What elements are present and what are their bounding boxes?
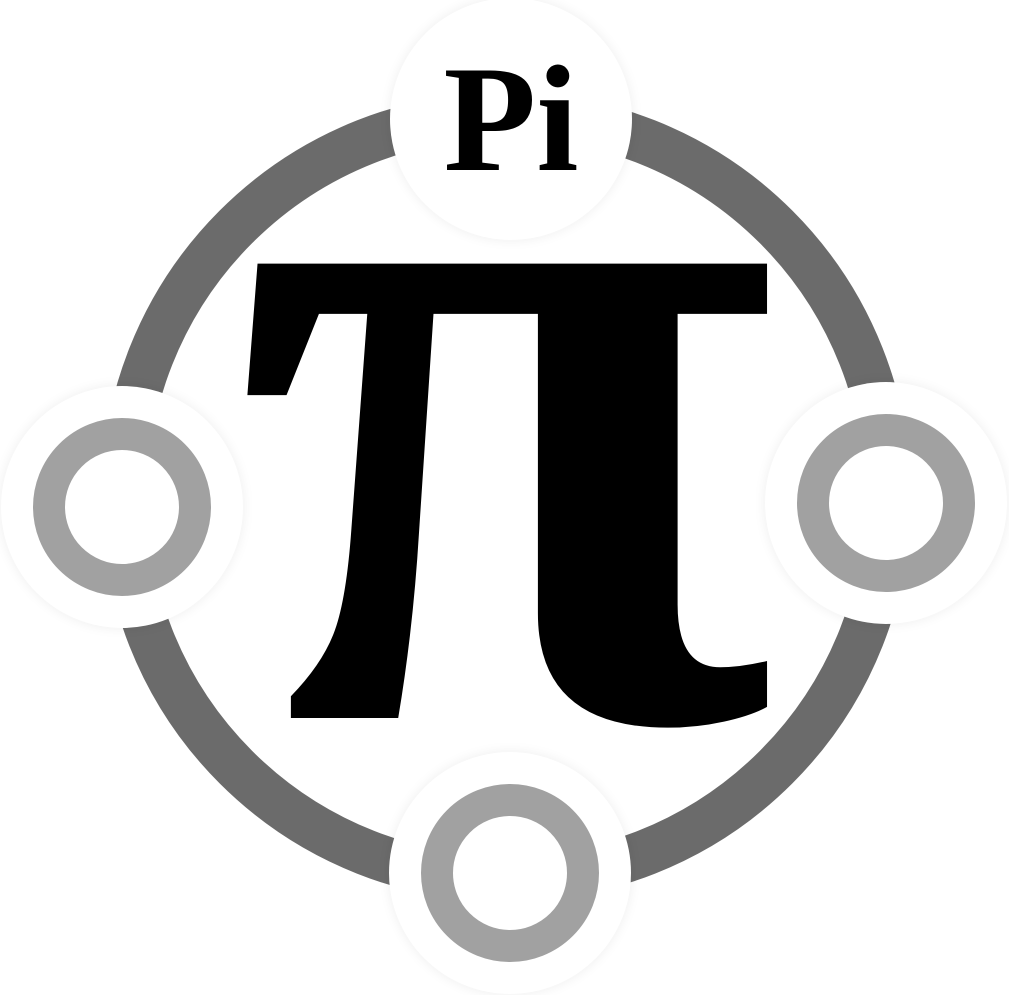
donut-ring-icon <box>33 418 211 596</box>
node-top-pi-label: Pi <box>390 0 632 240</box>
donut-ring-icon <box>797 414 975 592</box>
brand-label: Pi <box>443 35 579 203</box>
node-left <box>1 386 243 628</box>
donut-ring-icon <box>421 784 599 962</box>
node-right <box>765 382 1007 624</box>
node-bottom <box>389 752 631 994</box>
